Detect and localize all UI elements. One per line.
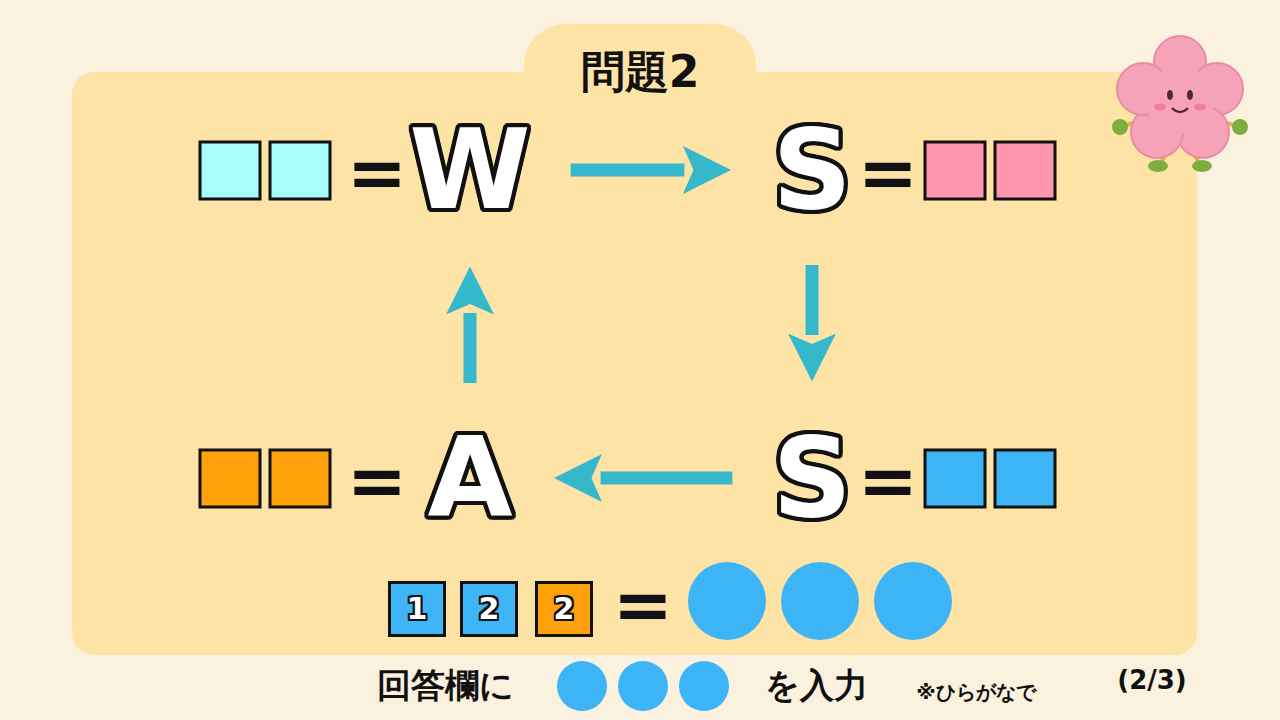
- instruction-text: 回答欄に: [377, 667, 514, 704]
- number-box: 1: [388, 581, 446, 637]
- mascot-eye: [1187, 90, 1193, 100]
- answer-circle: [874, 562, 952, 640]
- empty-square: [270, 142, 330, 199]
- mascot-cheek: [1154, 104, 1166, 111]
- instruction-text: を入力: [765, 667, 868, 704]
- mascot-foot: [1192, 160, 1212, 172]
- equals-sign: =: [347, 444, 407, 516]
- equals-sign: =: [858, 444, 918, 516]
- empty-square: [200, 142, 260, 199]
- answer-circle: [688, 562, 766, 640]
- letter-node: S: [772, 115, 851, 225]
- answer-circle: [557, 661, 607, 711]
- mascot-eye: [1167, 90, 1173, 100]
- node-text: W: [409, 115, 530, 225]
- empty-square: [925, 142, 985, 199]
- mascot-foot: [1148, 160, 1168, 172]
- mascot-hand: [1232, 119, 1248, 135]
- node-text: S: [772, 423, 851, 533]
- equals-sign: =: [858, 136, 918, 208]
- equals-sign: =: [613, 568, 673, 640]
- sakura-mascot: [1112, 36, 1248, 172]
- letter-node: S: [772, 423, 851, 533]
- node-text: 2: [479, 594, 500, 624]
- question-panel: [72, 72, 1197, 655]
- question-title: 問題2: [581, 48, 700, 96]
- empty-square: [200, 450, 260, 507]
- answer-circle: [781, 562, 859, 640]
- empty-square: [270, 450, 330, 507]
- answer-circle: [679, 661, 729, 711]
- equals-sign: =: [347, 136, 407, 208]
- empty-square: [995, 450, 1055, 507]
- number-box: 2: [460, 581, 518, 637]
- empty-square: [995, 142, 1055, 199]
- node-text: S: [772, 115, 851, 225]
- mascot-hand: [1112, 119, 1128, 135]
- instruction-text: ※ひらがなで: [916, 681, 1035, 703]
- mascot-face: [1146, 66, 1214, 134]
- node-text: A: [427, 423, 512, 533]
- instruction-text: (2/3): [1117, 666, 1186, 695]
- empty-square: [925, 450, 985, 507]
- flow-arrow: [463, 313, 476, 383]
- flow-arrow: [805, 265, 818, 335]
- answer-circle: [618, 661, 668, 711]
- flow-arrow: [571, 164, 685, 177]
- mascot-cheek: [1194, 104, 1206, 111]
- number-box: 2: [535, 581, 593, 637]
- node-text: 1: [407, 594, 428, 624]
- title-tab: [524, 24, 756, 114]
- letter-node: A: [427, 423, 512, 533]
- node-text: 2: [554, 594, 575, 624]
- flow-arrow: [601, 472, 733, 485]
- mascot-mouth: [1172, 108, 1188, 112]
- letter-node: W: [409, 115, 530, 225]
